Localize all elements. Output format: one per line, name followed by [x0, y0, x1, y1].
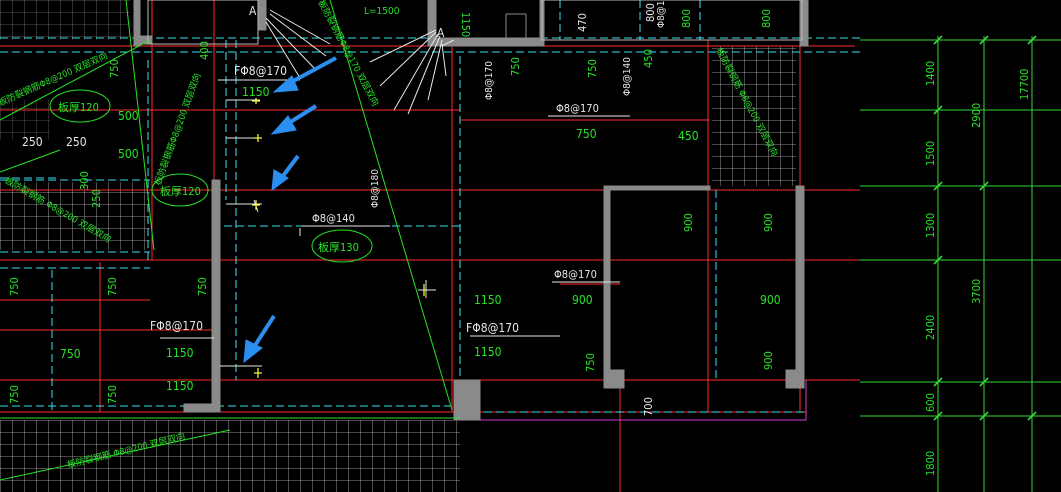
dim-900-e: 900 [762, 351, 775, 370]
dim-800-b: 800 [760, 9, 773, 28]
dim-900-c: 900 [682, 213, 695, 232]
dim-700-a: 700 [642, 397, 655, 416]
grid-ticks [933, 35, 1037, 421]
axis-label-a1: A [249, 4, 257, 18]
rebar-label-f170-left: FΦ8@170 [150, 319, 203, 333]
dim-1150-d: 1150 [474, 293, 502, 307]
dim-450-a: 450 [678, 129, 699, 143]
dim-900-b: 900 [760, 293, 781, 307]
right-dim-600: 600 [924, 393, 937, 412]
yellow-markers [252, 98, 425, 378]
hatched-areas [0, 0, 796, 492]
dim-750-g: 750 [106, 277, 119, 296]
rebar-label-8-170-a: Φ8@170 [556, 102, 599, 115]
dim-250-vert: 250 [90, 189, 103, 208]
slab-label-120-b: 板厚120 [160, 184, 201, 198]
dim-500-a: 500 [118, 109, 139, 123]
right-dim-2400: 2400 [924, 315, 937, 340]
dim-250-b: 250 [66, 135, 87, 149]
dim-750-a: 750 [60, 347, 81, 361]
dim-750-e: 750 [586, 59, 599, 78]
rebar-label-8-180-vert: Φ8@180 [370, 169, 381, 208]
dim-800-a: 800 [680, 9, 693, 28]
rebar-label-8-170-b: Φ8@170 [554, 268, 597, 281]
rebar-label-f170-top: FΦ8@170 [234, 64, 287, 78]
right-dim-17700: 17700 [1018, 69, 1031, 100]
dim-500-b: 500 [118, 147, 139, 161]
dimension-layer: 1150 1150 1150 1150 1150 500 500 250 250… [8, 3, 1031, 476]
rebar-label-8-170-top-vert: Φ8@170 [656, 0, 667, 28]
dim-750-d: 750 [509, 57, 522, 76]
dim-750-h: 750 [196, 277, 209, 296]
rebar-label-8-170-vert: Φ8@170 [484, 61, 495, 100]
right-dim-1300: 1300 [924, 213, 937, 238]
dim-800-c: 800 [644, 3, 657, 22]
dim-1150-a: 1150 [242, 85, 270, 99]
dim-300: 300 [78, 171, 91, 190]
annotation-arrows [243, 56, 337, 364]
dim-750-c: 750 [108, 59, 121, 78]
blue-arrow-4 [243, 314, 276, 364]
dim-1150-top: 1150 [459, 12, 472, 37]
blue-arrow-2 [270, 104, 318, 135]
right-dim-1500: 1500 [924, 141, 937, 166]
green-diagonals [0, 0, 453, 481]
dim-470: 470 [576, 13, 589, 32]
rebar-lines [160, 9, 630, 367]
blue-arrow-1 [272, 56, 337, 93]
dim-750-f: 750 [8, 277, 21, 296]
dim-250-a: 250 [22, 135, 43, 149]
dim-750-j: 750 [106, 385, 119, 404]
right-dim-3700: 3700 [970, 279, 983, 304]
slab-label-120-a: 板厚120 [58, 100, 99, 114]
right-dim-1800: 1800 [924, 451, 937, 476]
blue-arrow-3 [271, 154, 300, 192]
right-dim-2900: 2900 [970, 103, 983, 128]
dim-900-d: 900 [762, 213, 775, 232]
dim-900-a: 900 [572, 293, 593, 307]
dim-1150-c: 1150 [166, 379, 194, 393]
dim-400: 400 [198, 41, 211, 60]
rebar-label-f170-mid: FΦ8@170 [466, 321, 519, 335]
axis-label-a2: A [437, 26, 445, 40]
wall-frames [147, 0, 803, 45]
dim-1150-b: 1150 [166, 346, 194, 360]
dim-750-b: 750 [576, 127, 597, 141]
slab-label-130: 板厚130 [318, 240, 359, 254]
dim-750-k: 750 [584, 353, 597, 372]
rebar-label-8-140-a: Φ8@140 [312, 212, 355, 225]
cyan-dashed-lines [0, 0, 860, 420]
slab-ellipses [49, 89, 373, 263]
right-dim-1400: 1400 [924, 61, 937, 86]
length-label: L=1500 [364, 6, 400, 17]
dim-1150-e: 1150 [474, 345, 502, 359]
dim-450-b: 450 [642, 49, 655, 68]
rebar-label-8-140-vert: Φ8@140 [622, 57, 633, 96]
dim-750-i: 750 [8, 385, 21, 404]
